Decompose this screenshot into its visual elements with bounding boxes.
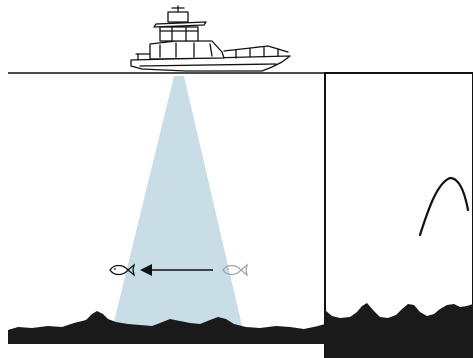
sportfishing-boat-icon — [130, 5, 291, 72]
fish-outline-icon — [222, 263, 248, 277]
seabed-profile — [8, 311, 325, 344]
left-arrow-icon — [140, 264, 213, 276]
screen-seabed-echo — [325, 303, 473, 358]
sonar-beam-cone — [112, 76, 243, 330]
fish-outline-icon — [109, 263, 135, 277]
fish-arch-echo — [418, 176, 470, 237]
